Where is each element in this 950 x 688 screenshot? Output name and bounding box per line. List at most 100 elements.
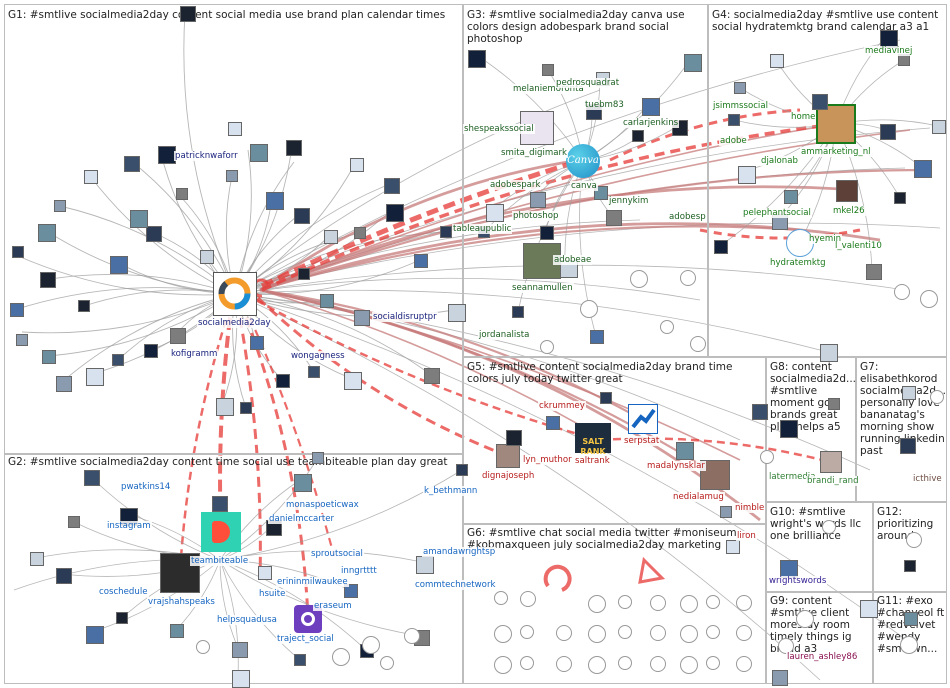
user-node[interactable] bbox=[512, 306, 524, 318]
traject-social-logo-icon[interactable] bbox=[294, 605, 322, 633]
user-node-ring[interactable] bbox=[680, 625, 698, 643]
user-node-ring[interactable] bbox=[520, 656, 534, 670]
label-carlarjenkins[interactable]: carlarjenkins bbox=[622, 118, 680, 128]
label-danielmccarter[interactable]: danielmccarter bbox=[268, 514, 336, 524]
label-djalonab[interactable]: djalonab bbox=[760, 156, 799, 166]
user-node-ring[interactable] bbox=[736, 595, 752, 611]
label-melaniemoronta[interactable]: melaniemoronta bbox=[512, 84, 585, 94]
user-node-ring[interactable] bbox=[796, 610, 814, 628]
user-node-ring[interactable] bbox=[706, 656, 720, 670]
label-shespeakssocial[interactable]: shespeakssocial bbox=[463, 124, 535, 134]
user-node[interactable] bbox=[714, 240, 728, 254]
user-node-ring[interactable] bbox=[494, 625, 512, 643]
user-node[interactable] bbox=[384, 178, 400, 194]
user-node[interactable] bbox=[904, 560, 916, 572]
label-lauren-ashley86[interactable]: lauren_ashley86 bbox=[786, 652, 859, 662]
label-pelephantsocial[interactable]: pelephantsocial bbox=[742, 208, 812, 218]
user-node[interactable] bbox=[112, 354, 124, 366]
user-node[interactable] bbox=[170, 624, 184, 638]
user-node[interactable] bbox=[738, 166, 756, 184]
user-node[interactable] bbox=[240, 402, 252, 414]
user-node[interactable] bbox=[866, 264, 882, 280]
label-eraseum[interactable]: eraseum bbox=[313, 601, 353, 611]
label-mkel26[interactable]: mkel26 bbox=[832, 206, 866, 216]
label-inngrtttt[interactable]: inngrtttt bbox=[340, 566, 378, 576]
label-patricknwaforr[interactable]: patricknwaforr bbox=[174, 151, 239, 161]
user-node-ring[interactable] bbox=[680, 270, 696, 286]
user-node-ring[interactable] bbox=[580, 300, 598, 318]
label-k-bethmann[interactable]: k_bethmann bbox=[423, 486, 479, 496]
label-jennykim[interactable]: jennykim bbox=[608, 196, 650, 206]
user-node-ring[interactable] bbox=[906, 532, 922, 548]
user-node[interactable] bbox=[468, 50, 486, 68]
label-hydratemktg[interactable]: hydratemktg bbox=[769, 258, 827, 268]
user-node[interactable] bbox=[506, 430, 522, 446]
user-node[interactable] bbox=[324, 230, 338, 244]
user-node[interactable] bbox=[232, 642, 248, 658]
label-jordanalista[interactable]: jordanalista bbox=[478, 330, 531, 340]
user-node[interactable] bbox=[642, 98, 660, 116]
user-node[interactable] bbox=[414, 254, 428, 268]
user-node[interactable] bbox=[110, 256, 128, 274]
user-node-ring[interactable] bbox=[680, 656, 698, 674]
user-node[interactable] bbox=[54, 200, 66, 212]
user-node-ring[interactable] bbox=[822, 520, 836, 534]
user-node[interactable] bbox=[902, 386, 916, 400]
user-node[interactable] bbox=[600, 392, 612, 404]
label-latermedia[interactable]: latermedia bbox=[768, 472, 817, 482]
label-sproutsocial[interactable]: sproutsocial bbox=[310, 549, 364, 559]
user-node[interactable] bbox=[684, 54, 702, 72]
label-adobesp[interactable]: adobesp bbox=[668, 212, 707, 222]
user-node[interactable] bbox=[180, 6, 196, 22]
user-node[interactable] bbox=[386, 204, 404, 222]
user-node[interactable] bbox=[258, 566, 272, 580]
user-node[interactable] bbox=[16, 334, 28, 346]
user-node[interactable] bbox=[784, 190, 798, 204]
label-hyemin[interactable]: hyemin bbox=[808, 234, 843, 244]
user-node[interactable] bbox=[900, 438, 916, 454]
label-coschedule[interactable]: coschedule bbox=[98, 587, 149, 597]
user-node[interactable] bbox=[68, 516, 80, 528]
user-node[interactable] bbox=[860, 600, 878, 618]
label-adobe[interactable]: adobe bbox=[719, 136, 748, 146]
user-node-ring[interactable] bbox=[588, 625, 606, 643]
user-node[interactable] bbox=[200, 250, 214, 264]
label-seannamullen[interactable]: seannamullen bbox=[511, 283, 574, 293]
label-kofigramm[interactable]: kofigramm bbox=[170, 349, 219, 359]
user-node-ring[interactable] bbox=[760, 450, 774, 464]
user-node[interactable] bbox=[86, 626, 104, 644]
label-liron[interactable]: liron bbox=[736, 531, 757, 541]
user-node[interactable] bbox=[828, 398, 840, 410]
label-brandi-rand[interactable]: brandi_rand bbox=[806, 476, 860, 486]
user-node[interactable] bbox=[38, 224, 56, 242]
socialmedia2day-logo-icon[interactable] bbox=[213, 272, 257, 316]
label-hsuite[interactable]: hsuite bbox=[258, 589, 287, 599]
user-node[interactable] bbox=[250, 336, 264, 350]
user-node[interactable] bbox=[542, 64, 554, 76]
user-node[interactable] bbox=[30, 552, 44, 566]
user-node[interactable] bbox=[448, 304, 466, 322]
user-node[interactable] bbox=[250, 144, 268, 162]
user-node[interactable] bbox=[932, 120, 946, 134]
user-node[interactable] bbox=[546, 416, 560, 430]
label-wongagness[interactable]: wongagness bbox=[290, 351, 346, 361]
user-node[interactable] bbox=[456, 464, 468, 476]
user-node[interactable] bbox=[772, 670, 788, 686]
user-node-ring[interactable] bbox=[494, 591, 508, 605]
user-node-ring[interactable] bbox=[736, 625, 752, 641]
brandi-rand-avatar[interactable] bbox=[820, 451, 842, 473]
user-node[interactable] bbox=[820, 344, 838, 362]
user-node[interactable] bbox=[176, 188, 188, 200]
user-node[interactable] bbox=[294, 208, 310, 224]
user-node[interactable] bbox=[130, 210, 148, 228]
user-node[interactable] bbox=[350, 158, 364, 172]
user-node[interactable] bbox=[276, 374, 290, 388]
user-node[interactable] bbox=[308, 366, 320, 378]
user-node[interactable] bbox=[728, 114, 740, 126]
user-node[interactable] bbox=[170, 328, 186, 344]
user-node[interactable] bbox=[720, 506, 732, 518]
user-node[interactable] bbox=[40, 272, 56, 288]
user-node-ring[interactable] bbox=[540, 340, 554, 354]
user-node[interactable] bbox=[590, 330, 604, 344]
user-node-ring[interactable] bbox=[930, 390, 944, 404]
